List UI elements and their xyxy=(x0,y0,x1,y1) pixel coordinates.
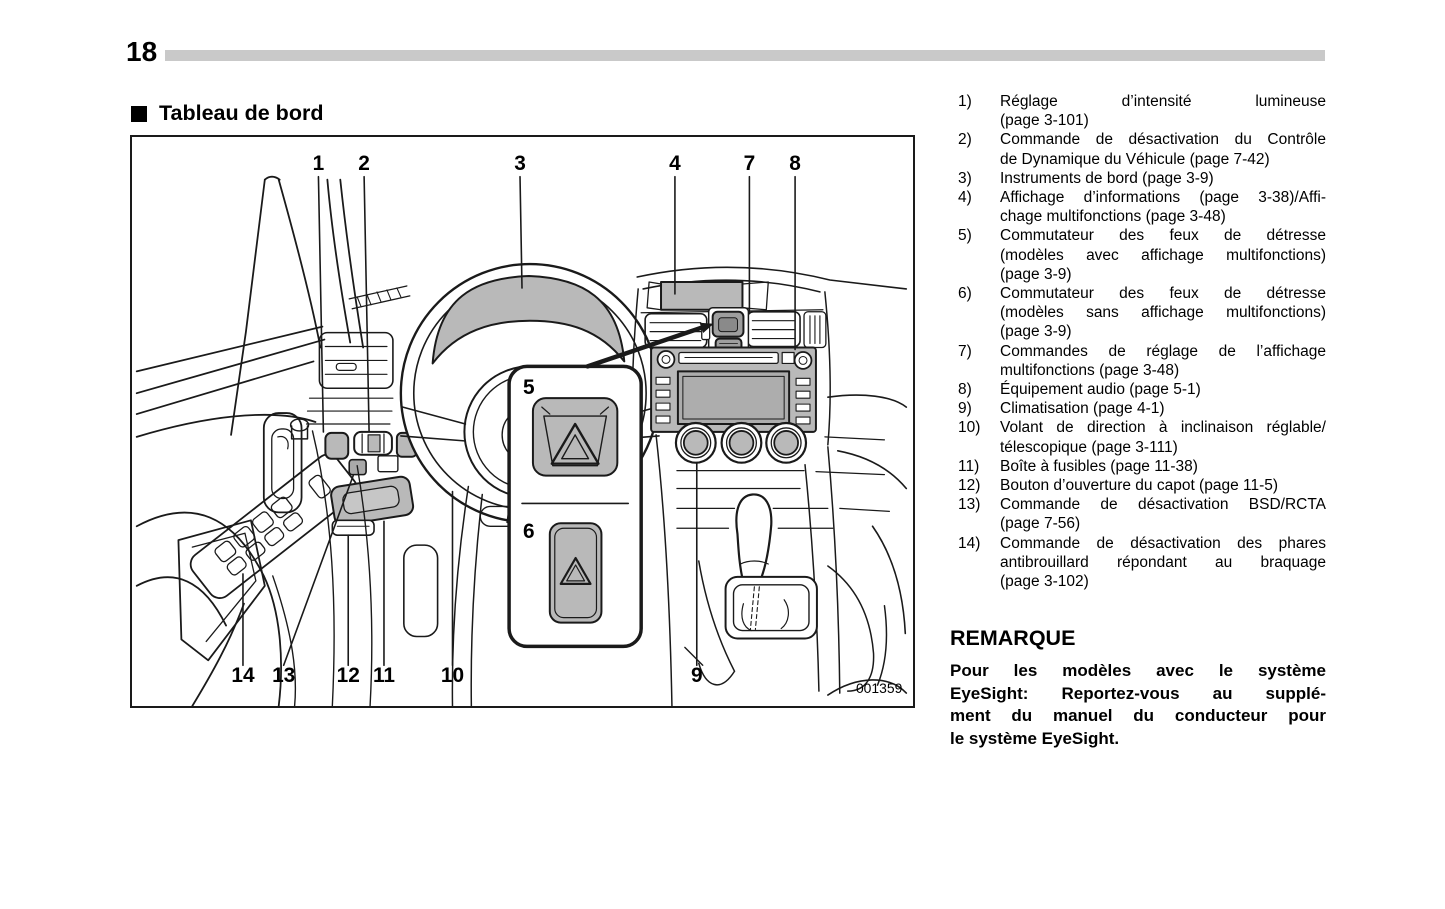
legend-item-number: 12) xyxy=(958,477,981,495)
page-number: 18 xyxy=(126,36,158,67)
callout-10-label: 10 xyxy=(441,664,464,687)
hazard-triangle-icon xyxy=(550,422,600,465)
legend-item: 13) Commande de désactivation BSD/RCTA(pa… xyxy=(958,495,1326,533)
callout-6-label: 6 xyxy=(523,520,535,543)
climate-knobs xyxy=(674,421,808,464)
legend-item: 12) Bouton d’ouverture du capot (page 11-… xyxy=(958,476,1326,495)
legend-item-number: 7) xyxy=(958,342,972,360)
callout-8-label: 8 xyxy=(789,152,801,175)
legend-list: 1) Réglage d’intensité lumineuse(page 3-1… xyxy=(958,92,1326,591)
hood-release-lever xyxy=(331,519,375,536)
hazard-inset-panel xyxy=(507,322,714,649)
callout-11-label: 11 xyxy=(373,664,395,687)
section-title-text: Tableau de bord xyxy=(159,101,324,125)
callout-3-label: 3 xyxy=(514,152,526,175)
callout-7-label: 7 xyxy=(744,152,756,175)
multifunction-display xyxy=(660,280,744,311)
remark-heading: REMARQUE xyxy=(950,626,1076,650)
pointer-arrowhead-icon xyxy=(699,322,714,334)
legend-item-number: 9) xyxy=(958,400,972,418)
legend-item-number: 8) xyxy=(958,381,972,399)
legend-item: 3) Instruments de bord (page 3-9) xyxy=(958,169,1326,188)
callout-5-label: 5 xyxy=(523,376,535,399)
center-stack xyxy=(631,266,908,466)
callout-12-label: 12 xyxy=(337,664,360,687)
callout-1-label: 1 xyxy=(313,152,325,175)
legend-item-number: 1) xyxy=(958,93,972,110)
legend-item: 5) Commutateur des feux de détresse(modèl… xyxy=(958,226,1326,284)
window-switch-panel xyxy=(189,412,358,599)
legend-item-number: 14) xyxy=(958,534,981,552)
legend-item: 11) Boîte à fusibles (page 11-38) xyxy=(958,457,1326,476)
callout-2-label: 2 xyxy=(358,152,370,175)
header-rule xyxy=(165,50,1325,61)
callout-4-label: 4 xyxy=(669,152,681,175)
gear-shifter xyxy=(735,493,773,584)
legend-item-text: Bouton d’ouverture du capot (page 11-5) xyxy=(1000,477,1279,495)
remark-section: REMARQUE Pour les modèles avec le systèm… xyxy=(950,626,1326,750)
legend-item-number: 10) xyxy=(958,419,981,437)
passenger-dash xyxy=(827,394,908,696)
callout-9-label: 9 xyxy=(691,664,703,687)
audio-screen xyxy=(676,370,791,425)
legend-item-text: Commutateur des feux de détresse(modèles… xyxy=(1000,227,1326,283)
callout-leader-lines xyxy=(242,175,796,667)
legend-item: 1) Réglage d’intensité lumineuse(page 3-1… xyxy=(958,92,1326,130)
figure-code: 001359 xyxy=(856,680,903,696)
legend-item-number: 3) xyxy=(958,169,972,187)
hazard-triangle-icon xyxy=(559,556,592,585)
dashboard-diagram: 1 2 3 4 7 8 5 6 14 13 12 11 10 9 001359 xyxy=(135,152,908,706)
hazard-button-multifunction xyxy=(531,397,619,477)
legend-item: 8) Équipement audio (page 5-1) xyxy=(958,380,1326,399)
legend-item: 10) Volant de direction à inclinaison rég… xyxy=(958,418,1326,456)
legend-item-number: 5) xyxy=(958,227,972,245)
legend-item-text: Équipement audio (page 5-1) xyxy=(1000,381,1201,399)
legend-item-text: Climatisation (page 4-1) xyxy=(1000,400,1165,418)
legend-item: 4) Affichage d’informations (page 3-38)/A… xyxy=(958,188,1326,226)
legend-item: 9) Climatisation (page 4-1) xyxy=(958,399,1326,418)
legend-item-number: 4) xyxy=(958,189,972,207)
section-title: Tableau de bord xyxy=(131,101,323,126)
callout-labels: 1 2 3 4 7 8 5 6 14 13 12 11 10 9 001359 xyxy=(231,152,902,696)
hazard-button-standard xyxy=(548,522,603,624)
legend-item-text: Affichage d’informations (page 3-38)/Aff… xyxy=(1000,189,1326,226)
center-console xyxy=(655,394,908,706)
legend-item-number: 6) xyxy=(958,285,972,303)
legend-item-number: 2) xyxy=(958,131,972,149)
pointer-arrow xyxy=(585,325,704,369)
legend-item-number: 11) xyxy=(958,457,980,475)
legend-item-text: Volant de direction à inclinaison réglab… xyxy=(1000,419,1326,456)
square-bullet-icon xyxy=(131,105,147,122)
legend-item-text: Instruments de bord (page 3-9) xyxy=(1000,169,1214,187)
dashboard-figure: 1 2 3 4 7 8 5 6 14 13 12 11 10 9 001359 xyxy=(130,135,915,708)
callout-13-label: 13 xyxy=(272,664,295,687)
door-and-pillar xyxy=(135,175,365,706)
legend-item-number: 13) xyxy=(958,496,981,514)
legend-item-text: Boîte à fusibles (page 11-38) xyxy=(1000,457,1198,475)
legend-item-text: Commutateur des feux de détresse(modèles… xyxy=(1000,285,1326,341)
instrument-cluster xyxy=(431,275,626,365)
legend-item-text: Commande de désactivation BSD/RCTA(page … xyxy=(1000,496,1326,533)
left-dash-controls xyxy=(272,285,446,706)
dimmer-control xyxy=(324,431,350,460)
callout-14-label: 14 xyxy=(231,664,255,687)
steering-column xyxy=(451,485,484,706)
legend-item: 6) Commutateur des feux de détresse(modèl… xyxy=(958,284,1326,342)
legend-item-text: Réglage d’intensité lumineuse(page 3-101… xyxy=(1000,93,1326,130)
